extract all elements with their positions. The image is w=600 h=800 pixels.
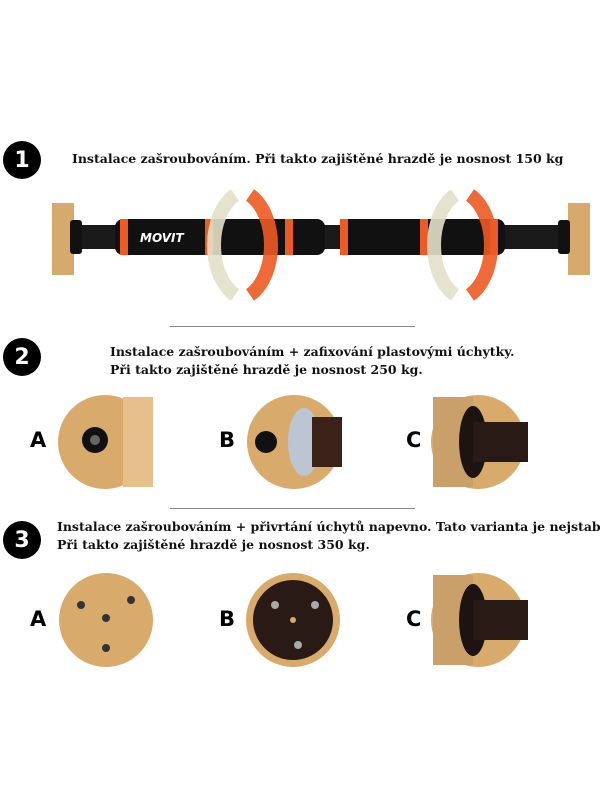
step-3-badge: 3 [3,521,41,559]
step-3-text-line-2: Při takto zajištěné hrazdě je nosnost 35… [57,537,370,552]
detail-3c [431,573,528,667]
detail-3a [59,573,153,667]
step-1-badge: 1 [3,141,41,179]
step-2-text-line-2: Při takto zajištěné hrazdě je nosnost 25… [110,362,423,377]
variant-label: A [30,607,47,631]
variant-label: B [219,428,236,452]
detail-3b [246,573,340,667]
brand-logo: MOVIT [140,231,184,245]
wall-right [568,203,590,275]
wall-left [52,203,74,275]
variant-label: C [406,607,422,631]
pull-up-bar-illustration: MOVIT [52,189,590,301]
variant-label: C [406,428,422,452]
divider [170,326,415,327]
rotate-arrows-icon [207,189,498,301]
variant-label: B [219,607,236,631]
detail-2a [58,395,153,489]
step-1-text: Instalace zašroubováním. Při takto zajiš… [72,151,564,166]
variant-label: A [30,428,47,452]
step-2-text-line-1: Instalace zašroubováním + zafixování pla… [110,344,515,359]
detail-2c [431,395,528,489]
detail-2b [247,395,342,489]
divider [170,508,415,509]
step-3-text-line-1: Instalace zašroubováním + přivrtání úchy… [57,519,600,534]
step-2-badge: 2 [3,338,41,376]
